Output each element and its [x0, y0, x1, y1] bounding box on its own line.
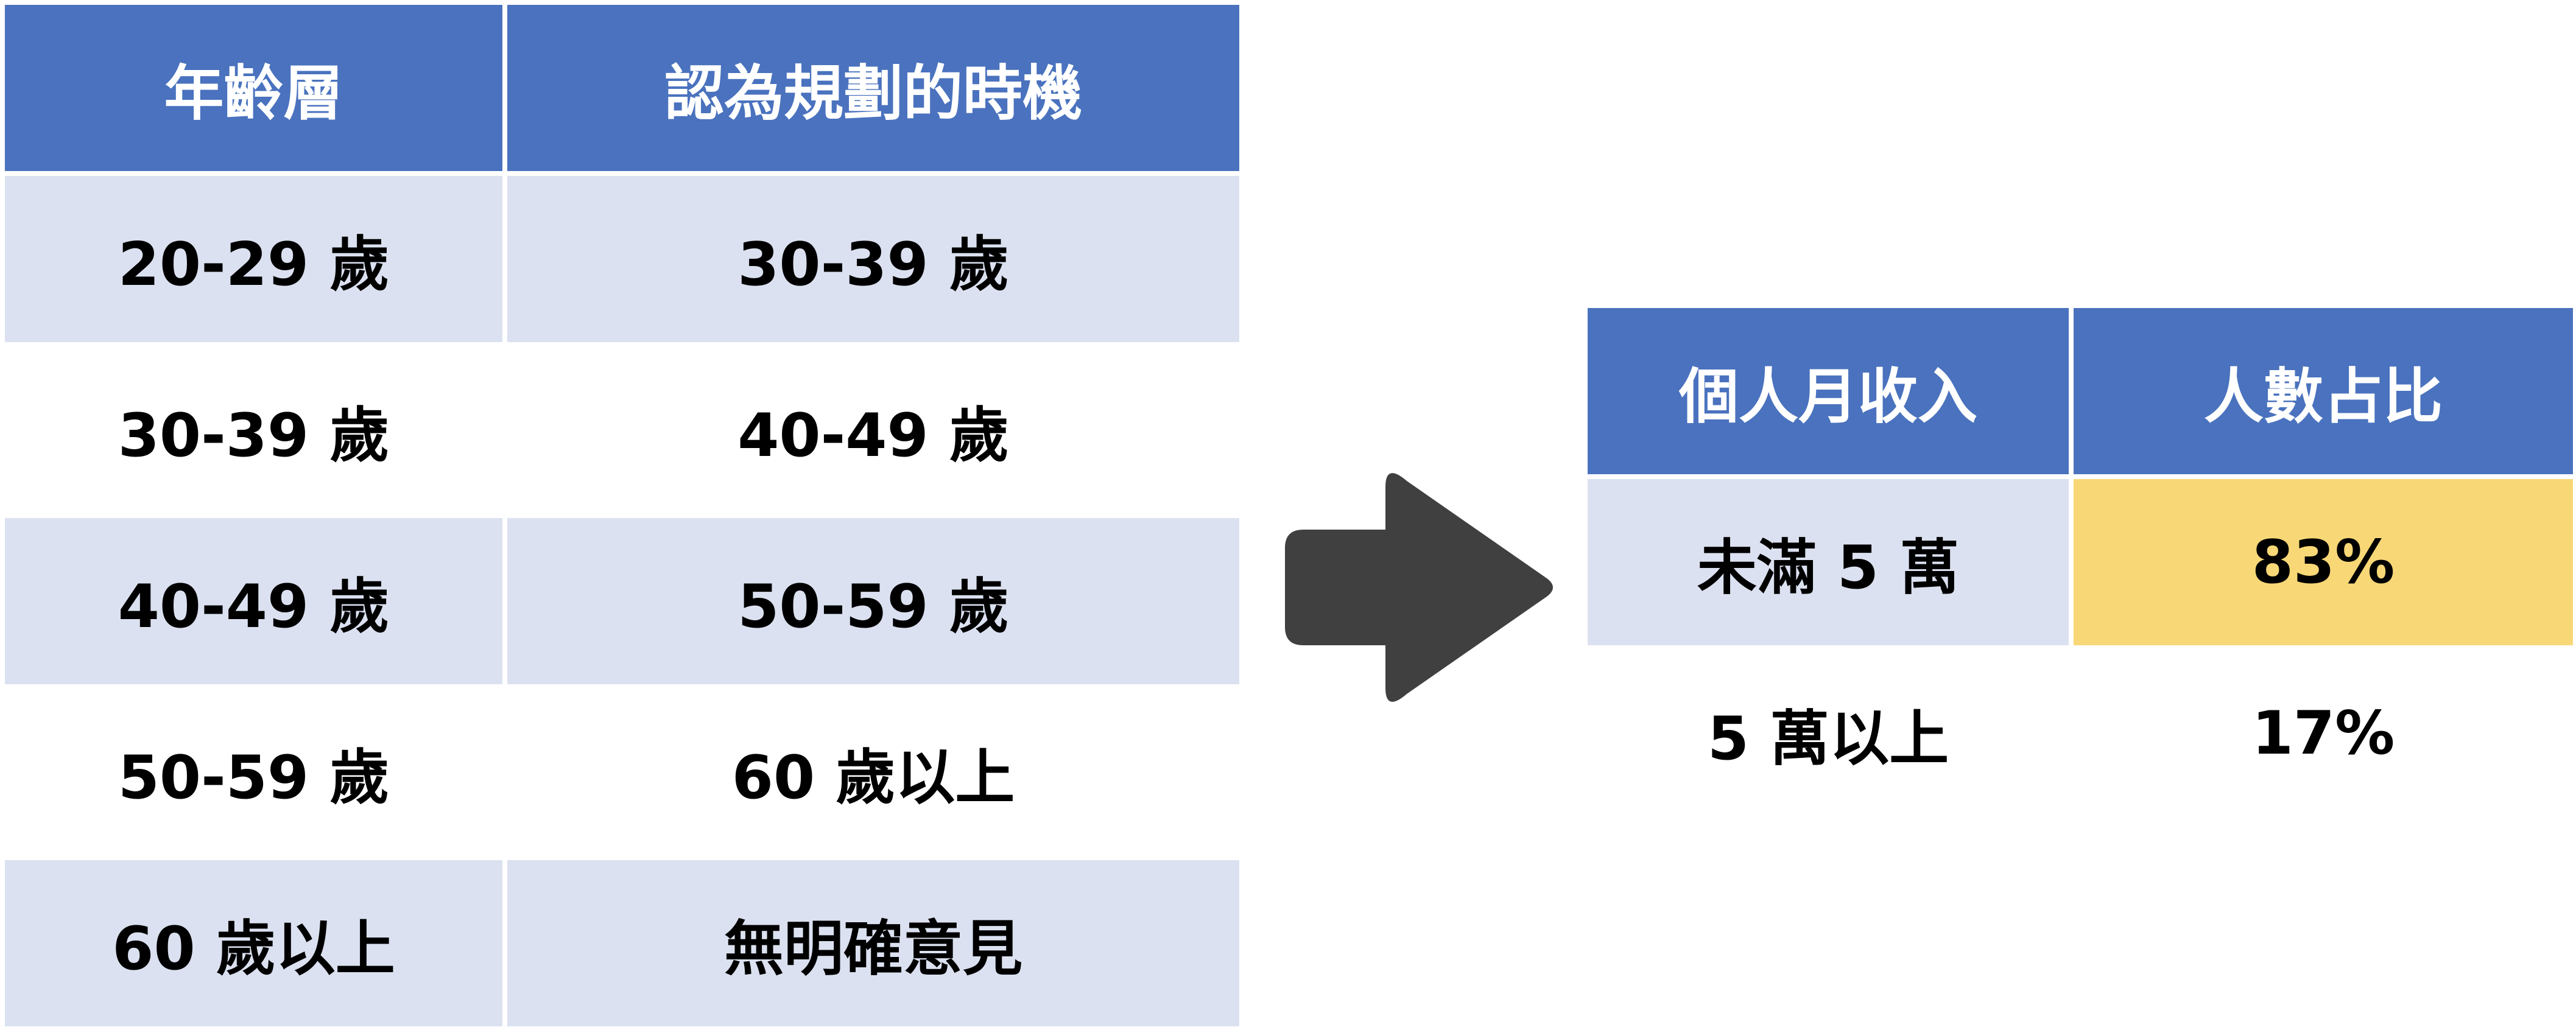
age-planning-table: 年齡層 認為規劃的時機 20-29 歲 30-39 歲 30-39 歲 40-4…: [5, 5, 1239, 1026]
table-cell: 40-49 歲: [507, 347, 1239, 513]
table-cell: 20-29 歲: [5, 176, 502, 342]
highlighted-share-cell: 83%: [2074, 479, 2573, 645]
table-cell: 5 萬以上: [1588, 650, 2069, 816]
table-cell: 無明確意見: [507, 860, 1239, 1026]
header-monthly-income: 個人月收入: [1588, 308, 2069, 474]
header-population-share: 人數占比: [2074, 308, 2573, 474]
table-cell: 17%: [2074, 650, 2573, 816]
table-cell: 60 歲以上: [507, 689, 1239, 855]
table-cell: 30-39 歲: [507, 176, 1239, 342]
table-cell: 未滿 5 萬: [1588, 479, 2069, 645]
income-share-table: 個人月收入 人數占比 未滿 5 萬 83% 5 萬以上 17%: [1588, 308, 2573, 816]
header-planning-timing: 認為規劃的時機: [507, 5, 1239, 171]
right-arrow-icon: [1285, 473, 1553, 702]
table-cell: 60 歲以上: [5, 860, 502, 1026]
table-cell: 50-59 歲: [5, 689, 502, 855]
table-cell: 50-59 歲: [507, 518, 1239, 684]
header-age-group: 年齡層: [5, 5, 502, 171]
table-cell: 30-39 歲: [5, 347, 502, 513]
table-cell: 40-49 歲: [5, 518, 502, 684]
